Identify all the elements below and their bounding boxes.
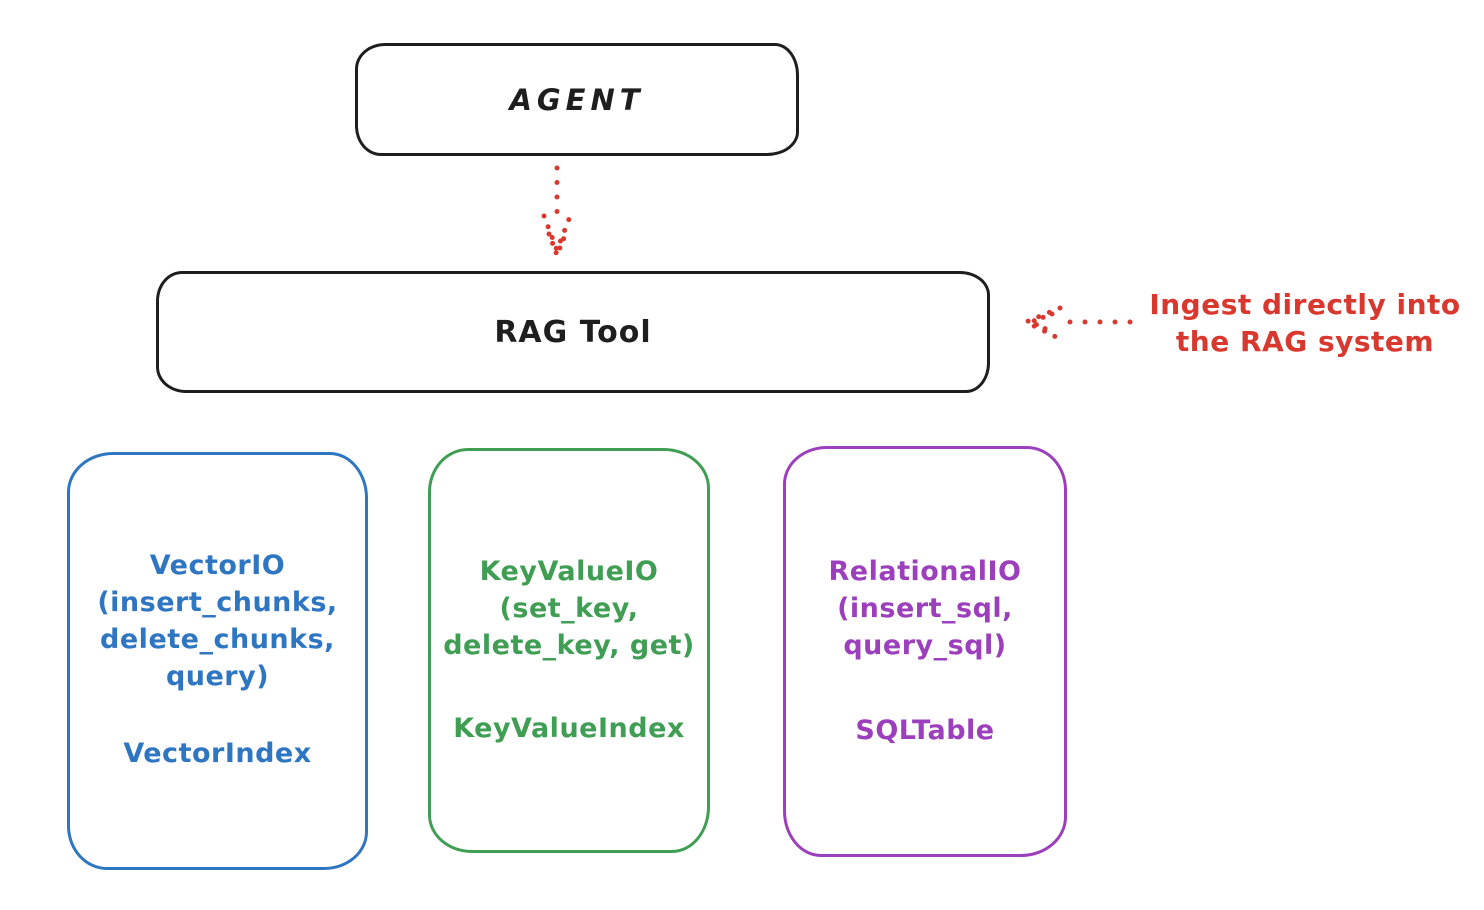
- agent-node: AGENT: [355, 43, 799, 156]
- ingest-annotation: Ingest directly into the RAG system: [1149, 288, 1461, 358]
- relational-io-footer: SQLTable: [855, 715, 995, 746]
- relational-io-box: RelationalIO (insert_sql, query_sql) SQL…: [783, 446, 1067, 857]
- vector-io-box: VectorIO (insert_chunks, delete_chunks, …: [67, 452, 368, 870]
- relational-io-title: RelationalIO (insert_sql, query_sql): [828, 556, 1022, 661]
- vector-io-title: VectorIO (insert_chunks, delete_chunks, …: [97, 550, 338, 692]
- vector-io-footer: VectorIndex: [123, 738, 312, 769]
- agent-to-rag-arrow: [541, 165, 574, 258]
- agent-label: AGENT: [509, 82, 645, 117]
- rag-tool-label: RAG Tool: [494, 314, 652, 350]
- key-value-io-title: KeyValueIO (set_key, delete_key, get): [443, 556, 695, 661]
- ingest-arrow: [1023, 305, 1133, 341]
- rag-tool-node: RAG Tool: [156, 271, 990, 393]
- key-value-io-box: KeyValueIO (set_key, delete_key, get) Ke…: [428, 448, 710, 853]
- key-value-io-footer: KeyValueIndex: [453, 713, 685, 744]
